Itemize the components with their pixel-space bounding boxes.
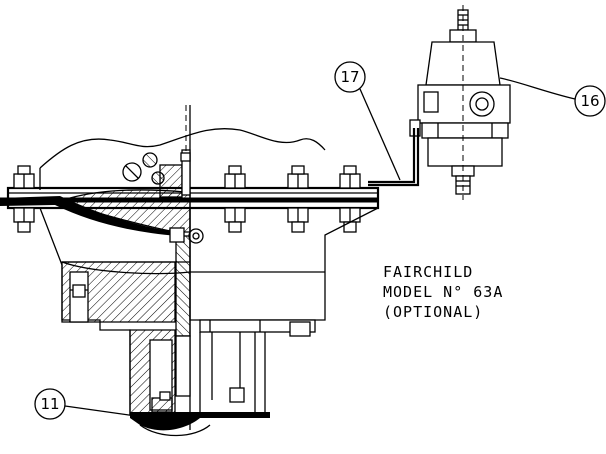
- callout-16: 16: [499, 77, 606, 117]
- callout-17: 17: [334, 61, 401, 181]
- callout-11: 11: [34, 388, 151, 420]
- nut: [224, 207, 246, 233]
- callout-11-label: 11: [40, 395, 59, 413]
- lower-diaphragm: [130, 391, 270, 437]
- bolt: [13, 165, 35, 189]
- lower-body-section: [39, 207, 191, 416]
- actuator-stem: [169, 227, 204, 397]
- casing-break-outline: [39, 128, 326, 190]
- nut: [13, 207, 35, 233]
- nut: [339, 207, 361, 233]
- bolt: [224, 165, 246, 189]
- supply-tubing: [368, 128, 420, 187]
- flange-bolts-bottom: [13, 207, 361, 233]
- stem-top: [122, 105, 191, 198]
- note-line-2: MODEL N° 63A: [383, 283, 503, 301]
- nut: [287, 207, 309, 233]
- bolt: [339, 165, 361, 189]
- callout-16-label: 16: [580, 92, 599, 110]
- note-line-1: FAIRCHILD: [383, 263, 473, 281]
- fairchild-note: FAIRCHILD MODEL N° 63A (OPTIONAL): [383, 263, 503, 321]
- bolt: [287, 165, 309, 189]
- note-line-3: (OPTIONAL): [383, 303, 483, 321]
- flange-bolts-top: [13, 165, 361, 189]
- callout-17-label: 17: [340, 68, 359, 86]
- yoke-right: [189, 207, 379, 412]
- air-filter-regulator: [409, 5, 511, 200]
